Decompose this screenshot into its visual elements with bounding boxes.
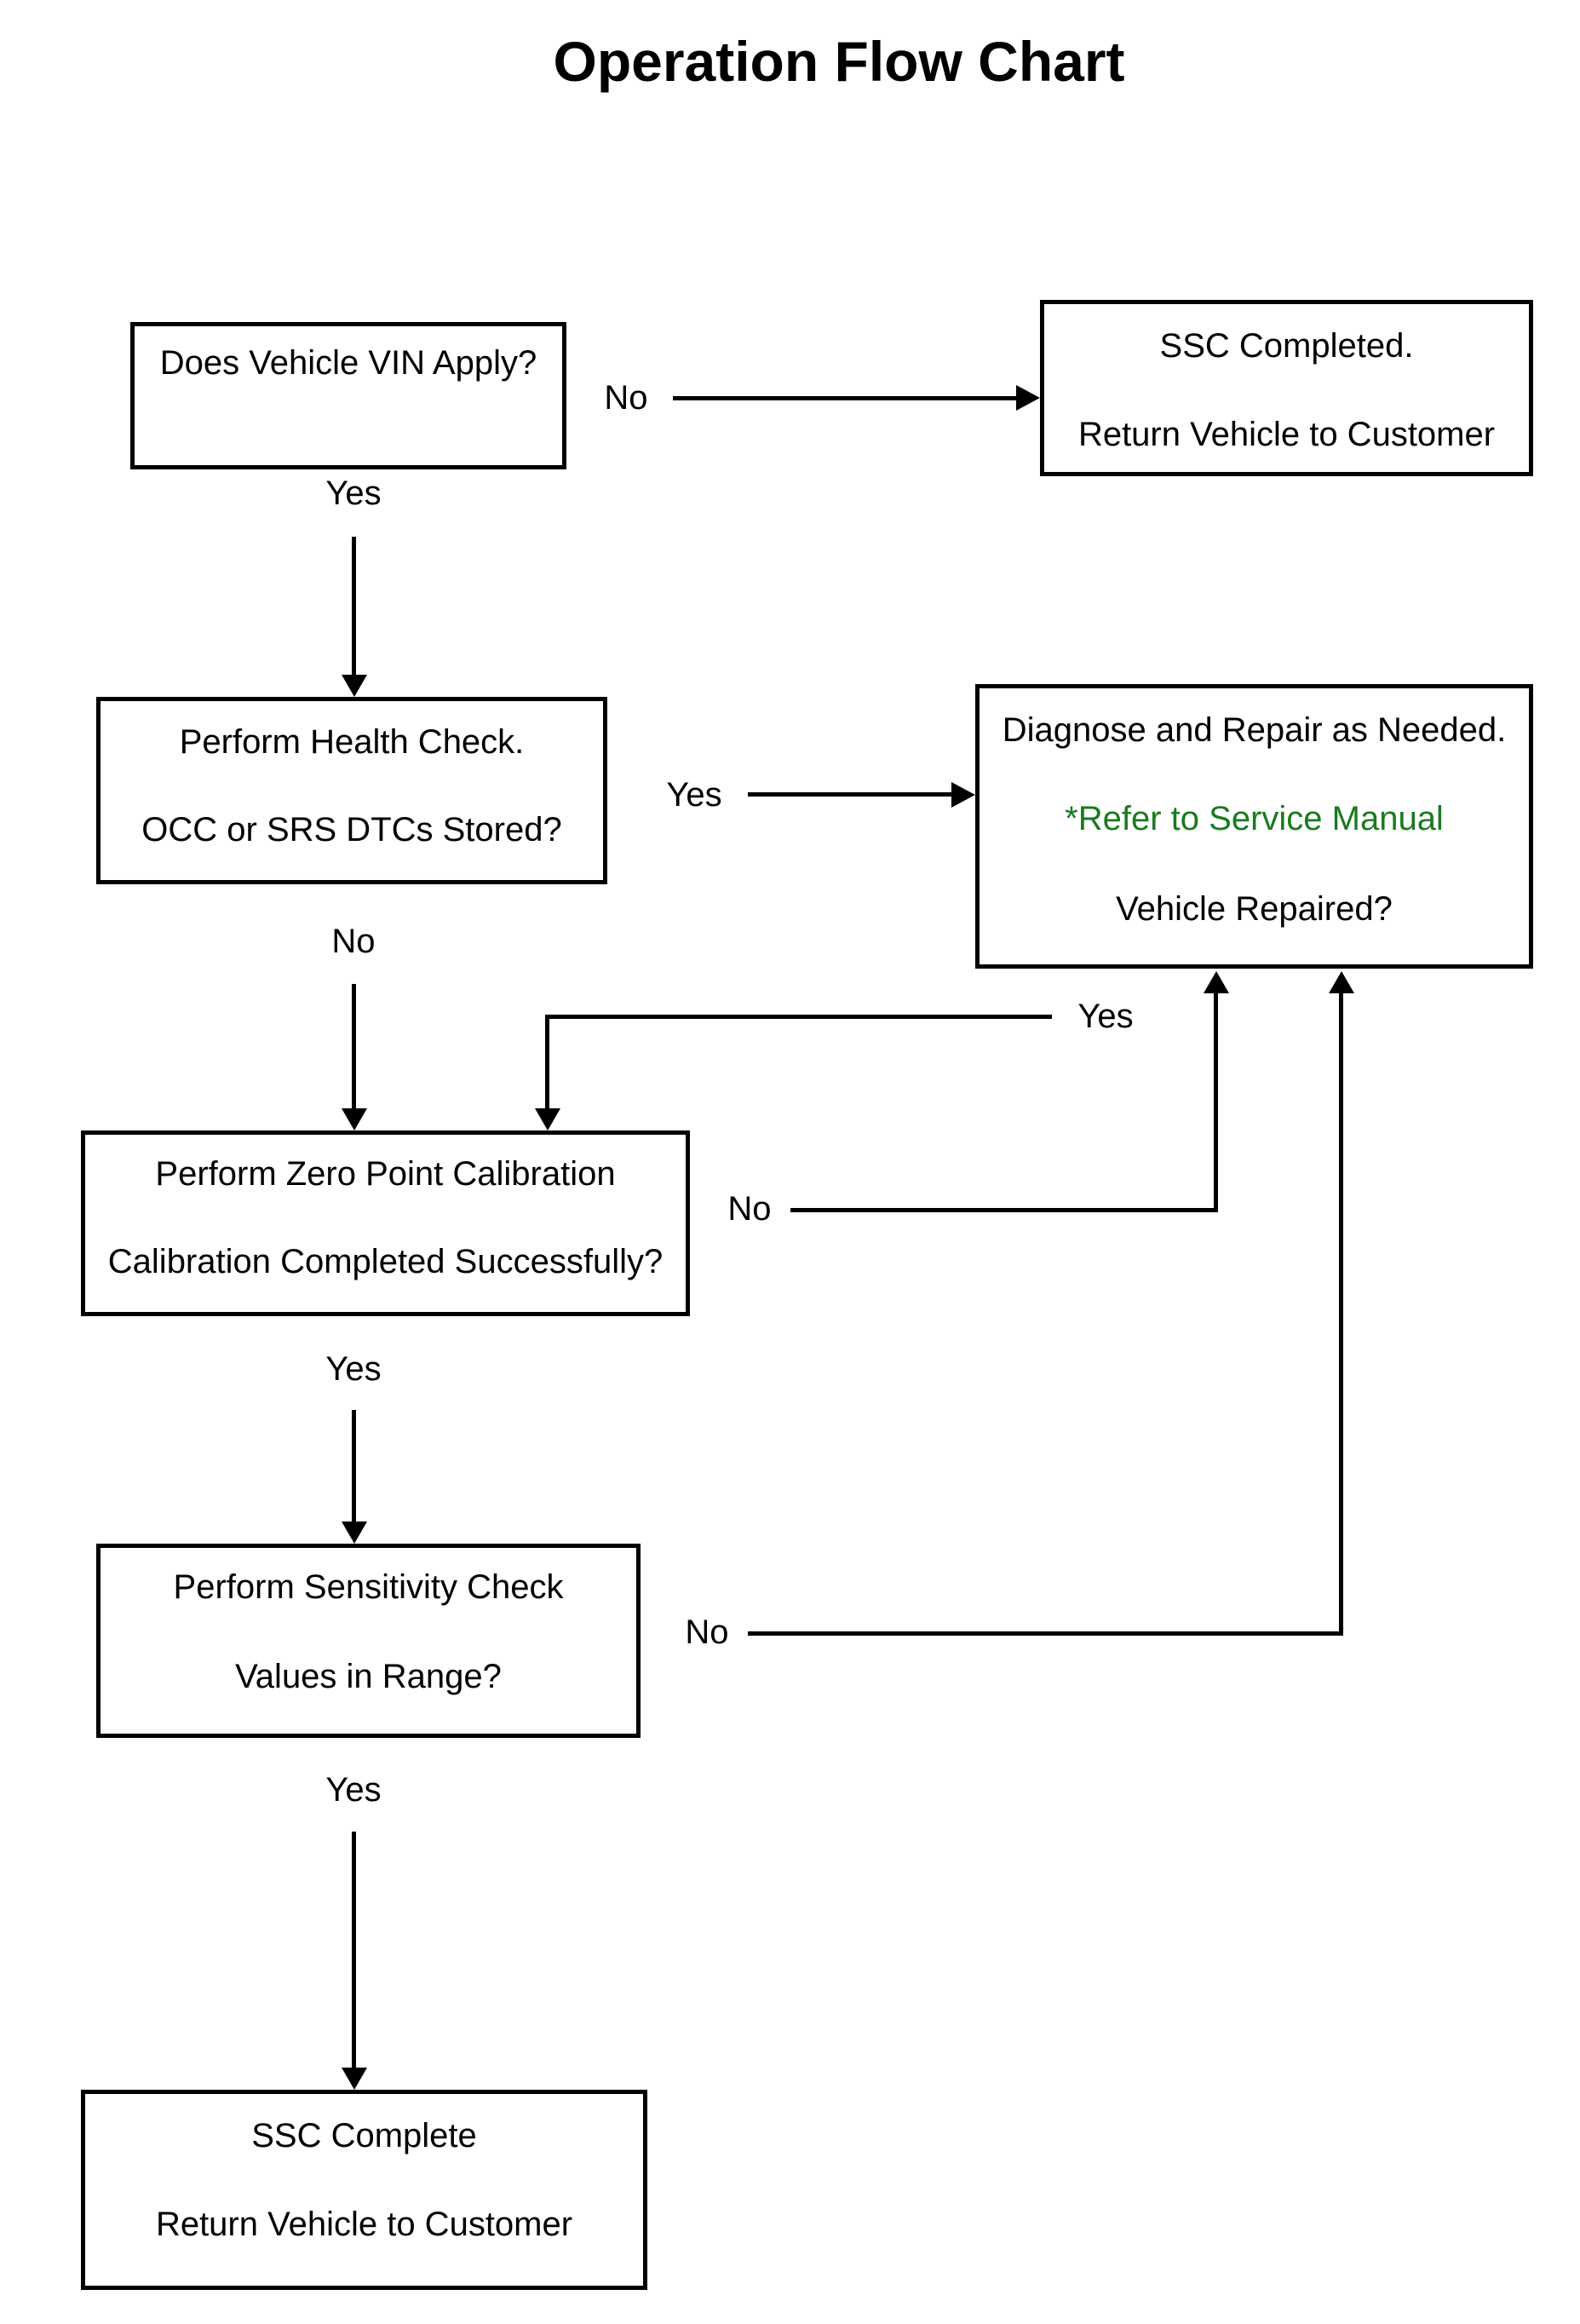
connector-line — [748, 792, 951, 797]
arrowhead-down-icon — [342, 1108, 367, 1130]
arrowhead-down-icon — [342, 675, 367, 697]
edge-label-no: No — [685, 1614, 729, 1651]
connector-line — [748, 1631, 1342, 1636]
connector-line — [352, 1410, 356, 1522]
page-title: Operation Flow Chart — [553, 30, 1125, 93]
edge-label-yes: Yes — [325, 475, 382, 512]
node-text: SSC Completed. — [1159, 327, 1414, 365]
connector-line — [1339, 993, 1343, 1636]
node-text-refer-service-manual: *Refer to Service Manual — [1065, 800, 1444, 837]
edge-label-yes: Yes — [1077, 998, 1134, 1035]
edge-label-no: No — [604, 379, 648, 417]
node-sensitivity-check: Perform Sensitivity Check Values in Rang… — [96, 1544, 641, 1738]
node-zero-point-calibration: Perform Zero Point Calibration Calibrati… — [81, 1130, 690, 1316]
connector-line — [545, 1015, 1052, 1019]
connector-line — [545, 1015, 549, 1108]
connector-line — [1214, 993, 1218, 1212]
node-does-vin-apply: Does Vehicle VIN Apply? — [130, 322, 566, 469]
node-text: Vehicle Repaired? — [1116, 890, 1393, 928]
arrowhead-down-icon — [342, 1522, 367, 1544]
node-text: Perform Sensitivity Check — [173, 1568, 564, 1606]
node-perform-health-check: Perform Health Check. OCC or SRS DTCs St… — [96, 697, 607, 884]
node-text: SSC Complete — [251, 2117, 477, 2154]
node-diagnose-and-repair: Diagnose and Repair as Needed. *Refer to… — [975, 684, 1533, 969]
arrowhead-up-icon — [1204, 971, 1229, 993]
edge-label-no: No — [331, 923, 376, 960]
edge-label-yes: Yes — [325, 1350, 382, 1388]
arrowhead-down-icon — [535, 1108, 560, 1130]
node-ssc-completed-return-vehicle: SSC Completed. Return Vehicle to Custome… — [1040, 300, 1533, 476]
node-text: Return Vehicle to Customer — [155, 2206, 573, 2243]
connector-line — [352, 1832, 356, 2068]
edge-label-yes: Yes — [325, 1771, 382, 1809]
arrowhead-right-icon — [951, 782, 975, 808]
arrowhead-up-icon — [1329, 971, 1354, 993]
connector-line — [790, 1208, 1218, 1212]
node-text: Does Vehicle VIN Apply? — [159, 344, 537, 382]
node-text: Diagnose and Repair as Needed. — [1002, 711, 1507, 749]
node-text: Perform Zero Point Calibration — [155, 1155, 616, 1193]
node-text: Return Vehicle to Customer — [1077, 416, 1496, 453]
connector-line — [673, 396, 1016, 400]
edge-label-no: No — [727, 1190, 772, 1228]
node-text: Perform Health Check. — [179, 723, 525, 761]
node-text: Values in Range? — [235, 1658, 502, 1695]
connector-line — [352, 984, 356, 1108]
node-ssc-complete-return-vehicle: SSC Complete Return Vehicle to Customer — [81, 2090, 647, 2290]
arrowhead-down-icon — [342, 2068, 367, 2090]
node-text: Calibration Completed Successfully? — [107, 1243, 664, 1280]
edge-label-yes: Yes — [666, 776, 722, 814]
arrowhead-right-icon — [1016, 385, 1040, 411]
node-text: OCC or SRS DTCs Stored? — [141, 811, 562, 848]
connector-line — [352, 537, 356, 675]
